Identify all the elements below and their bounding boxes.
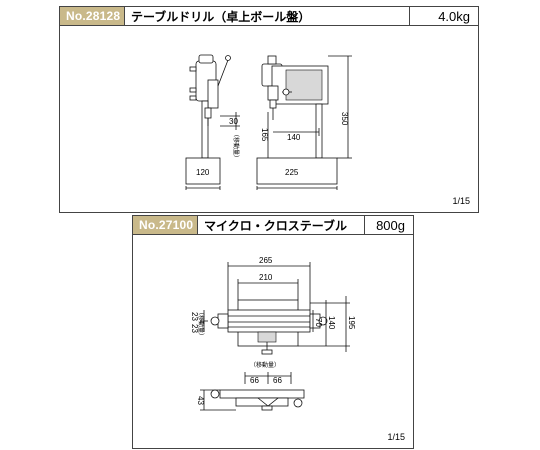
product-title: テーブルドリル（卓上ボール盤） [131, 9, 311, 24]
panel-header: No.27100 マイクロ・クロステーブル 800g [133, 216, 413, 235]
panel-header: No.28128 テーブルドリル（卓上ボール盤） 4.0kg [60, 7, 478, 26]
panel-cross-table: No.27100 マイクロ・クロステーブル 800g 1/15 [132, 215, 414, 449]
dim-350: 350 [340, 112, 349, 126]
dim-30: 30 [229, 117, 238, 126]
product-weight: 4.0kg [409, 7, 478, 25]
product-weight: 800g [364, 216, 413, 234]
scale-label: 1/15 [387, 432, 405, 442]
product-title: マイクロ・クロステーブル [204, 218, 348, 233]
dim-140: 140 [287, 133, 301, 142]
product-code: No.28128 [60, 7, 125, 25]
scale-label: 1/15 [452, 196, 470, 206]
drill-side-view [185, 54, 240, 190]
dim-225: 225 [285, 168, 299, 177]
dim-165: 165 [260, 128, 269, 142]
dim-120: 120 [196, 168, 210, 177]
dim-move-1: （移動量） [232, 131, 240, 161]
drill-front-view [256, 55, 352, 190]
product-code: No.27100 [133, 216, 198, 234]
